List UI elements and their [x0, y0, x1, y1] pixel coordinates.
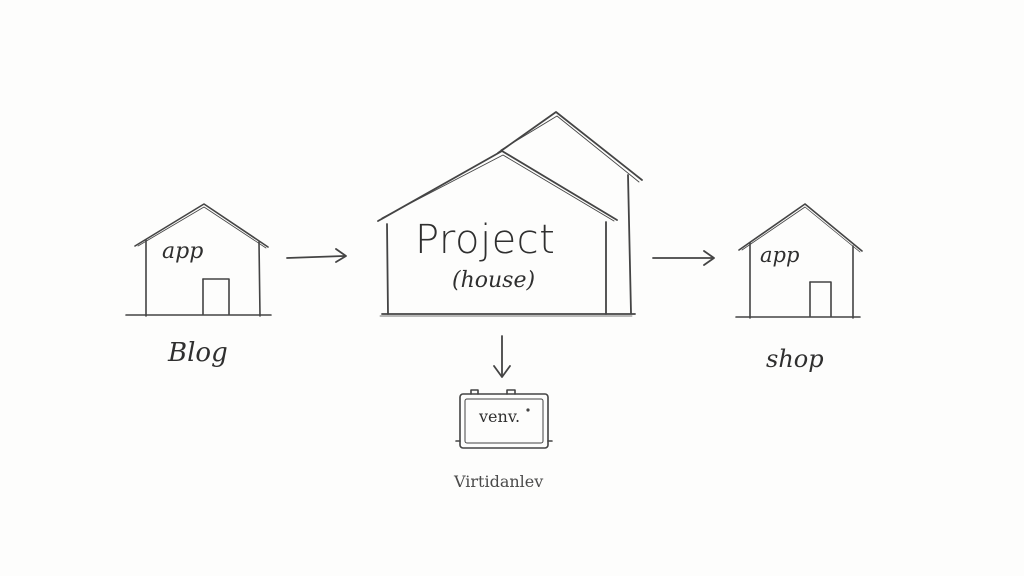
environment-box-drawing	[455, 389, 553, 449]
right-house-app-label: app	[760, 243, 800, 267]
left-house-app-label: app	[162, 239, 204, 264]
left-house-drawing	[125, 203, 272, 317]
arrow-center-down	[493, 335, 511, 378]
environment-box-label: venv.	[479, 407, 521, 426]
arrow-left-to-center	[286, 248, 347, 263]
center-house-title: Project	[415, 217, 556, 263]
right-house-caption: shop	[766, 345, 824, 373]
right-house-drawing	[735, 203, 863, 319]
left-house-caption: Blog	[168, 338, 228, 368]
center-house-subtitle: (house)	[452, 268, 536, 293]
arrow-center-to-right	[652, 250, 715, 266]
center-house-drawing	[377, 111, 643, 317]
environment-box-caption: Virtidanlev	[454, 472, 544, 491]
